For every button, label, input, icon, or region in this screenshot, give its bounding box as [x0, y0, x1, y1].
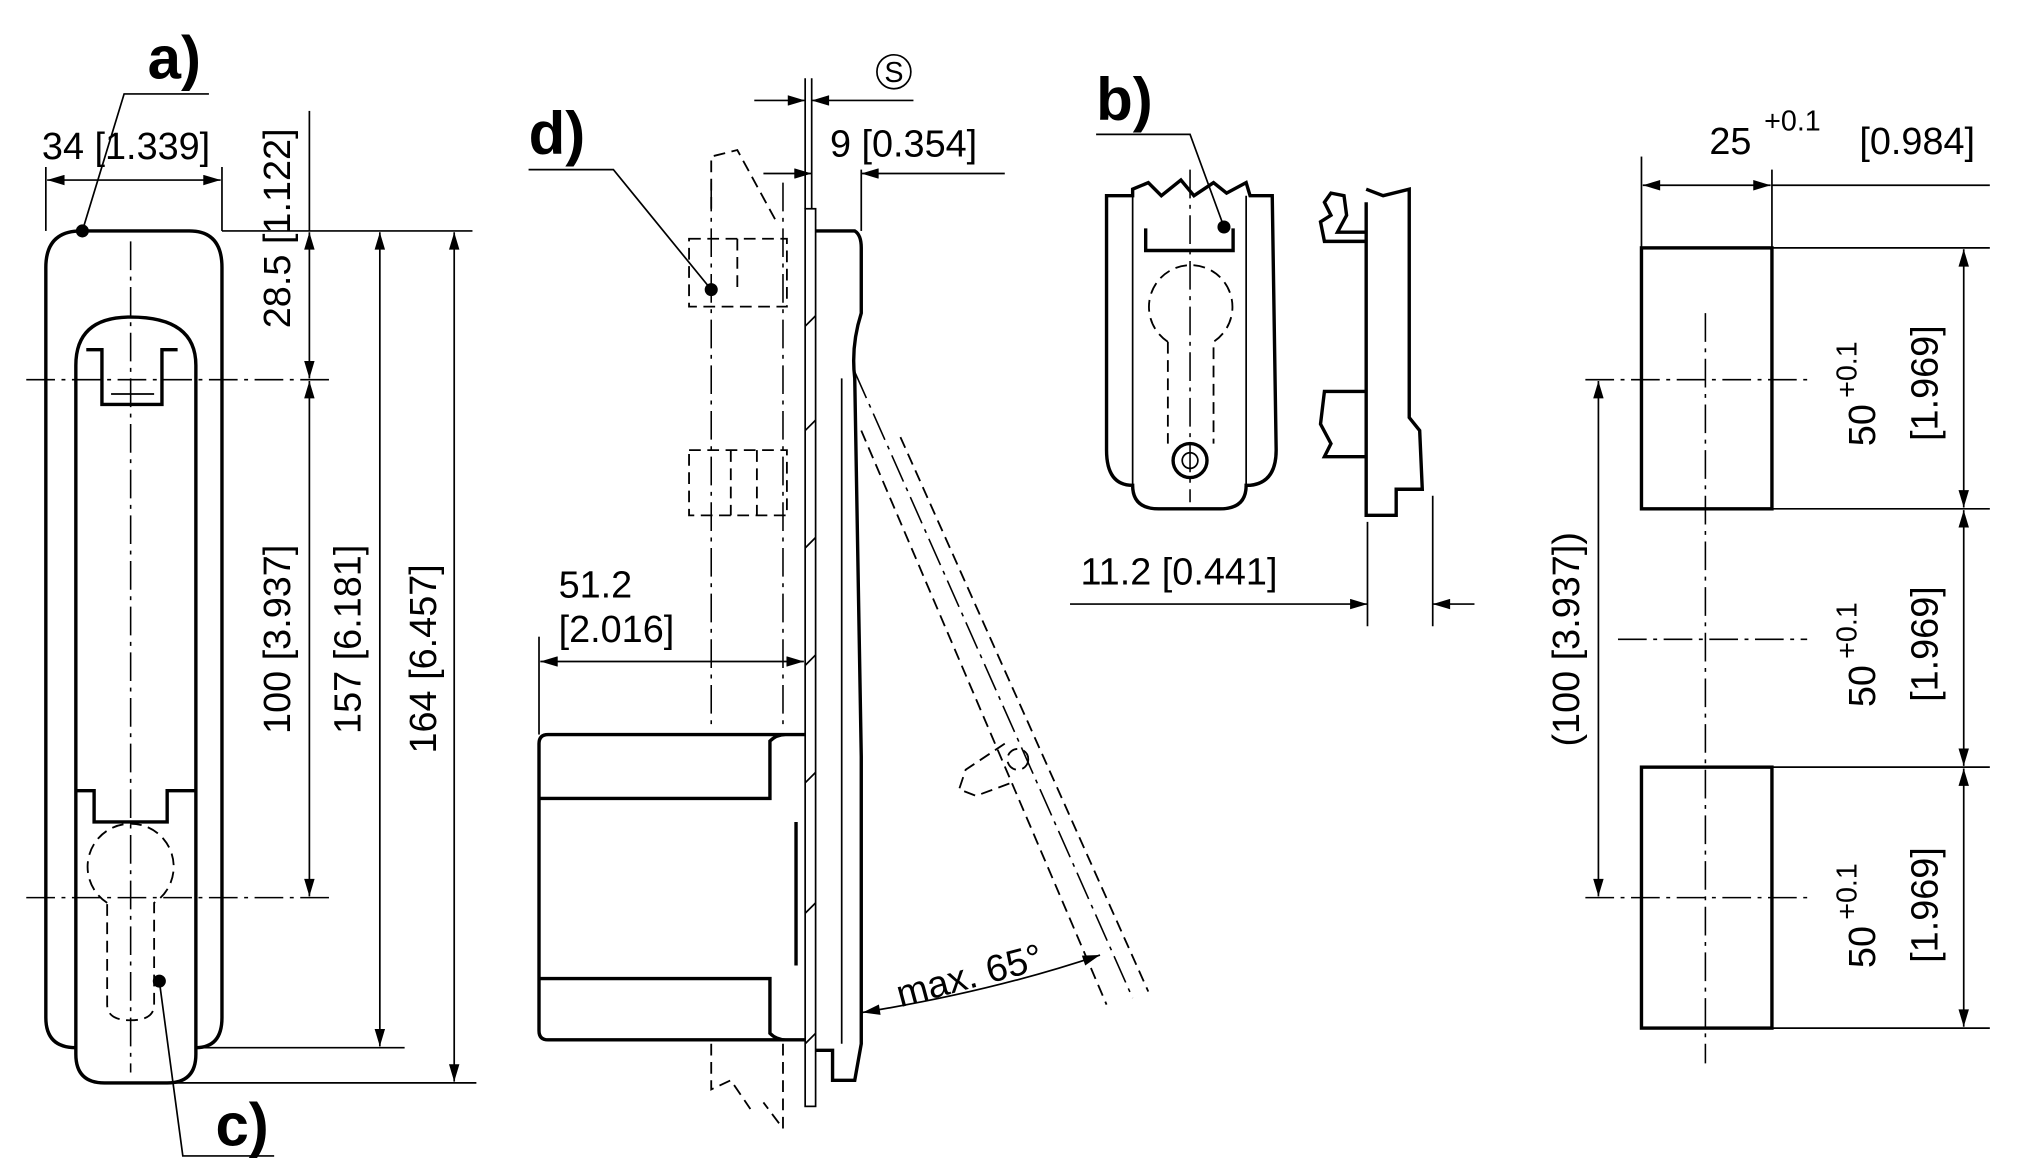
svg-text:[1.969]: [1.969] [1905, 586, 1947, 702]
segment-1-label: 50 +0.1 [1.969] [1832, 325, 1947, 446]
handle-open-position [854, 371, 1150, 1005]
lock-body [537, 732, 806, 1042]
handle-outer-body [44, 229, 224, 1050]
svg-text:+0.1: +0.1 [1764, 105, 1821, 137]
svg-text:51.2: 51.2 [559, 565, 633, 607]
handle-front-b [1104, 177, 1278, 511]
view-a-front: 34 [1.339] 28.5 [1.122] 100 [3.937] 157 … [26, 24, 477, 1159]
label-c: c) [215, 1092, 268, 1159]
handle-lever [74, 315, 198, 1085]
sheet-thickness-symbol [876, 53, 912, 90]
bottom-slot [75, 788, 196, 824]
cutout-center-distance-text: (100 [3.937]) [1546, 532, 1588, 747]
svg-text:50: 50 [1842, 404, 1884, 446]
view-d-side-section: max. 65° S 9 [0.354] 51.2 [2.016] d) [529, 53, 1150, 1132]
dim-body-length-text: 157 [6.181] [327, 545, 369, 734]
angle-arc [862, 954, 1101, 1015]
svg-text:[0.984]: [0.984] [1859, 121, 1975, 163]
segment-3-label: 50 +0.1 [1.969] [1832, 847, 1947, 968]
svg-text:+0.1: +0.1 [1832, 863, 1864, 920]
panel-cutout: 25 +0.1 [0.984] 50 +0.1 [1.969] 50 +0.1 … [1546, 105, 1990, 1064]
dim-center-distance-text: 100 [3.937] [257, 545, 299, 734]
svg-text:50: 50 [1842, 665, 1884, 707]
svg-text:+0.1: +0.1 [1832, 341, 1864, 398]
mounting-sheet [804, 207, 817, 1108]
dim-handle-depth-text: 9 [0.354] [830, 124, 977, 166]
label-a: a) [148, 24, 201, 91]
label-d: d) [529, 100, 586, 167]
svg-text:50: 50 [1842, 926, 1884, 968]
handle-side-b [1364, 187, 1425, 518]
cutout-lower [1639, 765, 1774, 1030]
svg-text:[1.969]: [1.969] [1905, 325, 1947, 441]
handle-side [815, 229, 863, 1082]
svg-text:[1.969]: [1.969] [1905, 847, 1947, 963]
segment-2-label: 50 +0.1 [1.969] [1832, 586, 1947, 707]
label-b: b) [1096, 66, 1153, 133]
dim-top-to-center-text: 28.5 [1.122] [257, 128, 299, 328]
svg-text:[2.016]: [2.016] [559, 609, 675, 651]
dim-side-depth-text: 11.2 [0.441] [1080, 552, 1277, 594]
dim-total-length-text: 164 [6.457] [403, 564, 445, 753]
svg-text:S: S [884, 57, 903, 89]
view-b: 11.2 [0.441] b) [1070, 66, 1475, 627]
top-slot [86, 347, 178, 407]
svg-text:25: 25 [1709, 121, 1751, 163]
svg-text:+0.1: +0.1 [1832, 602, 1864, 659]
cutout-upper [1639, 246, 1774, 511]
dim-width-text: 34 [1.339] [42, 126, 210, 168]
opening-angle-text: max. 65° [892, 937, 1047, 1016]
